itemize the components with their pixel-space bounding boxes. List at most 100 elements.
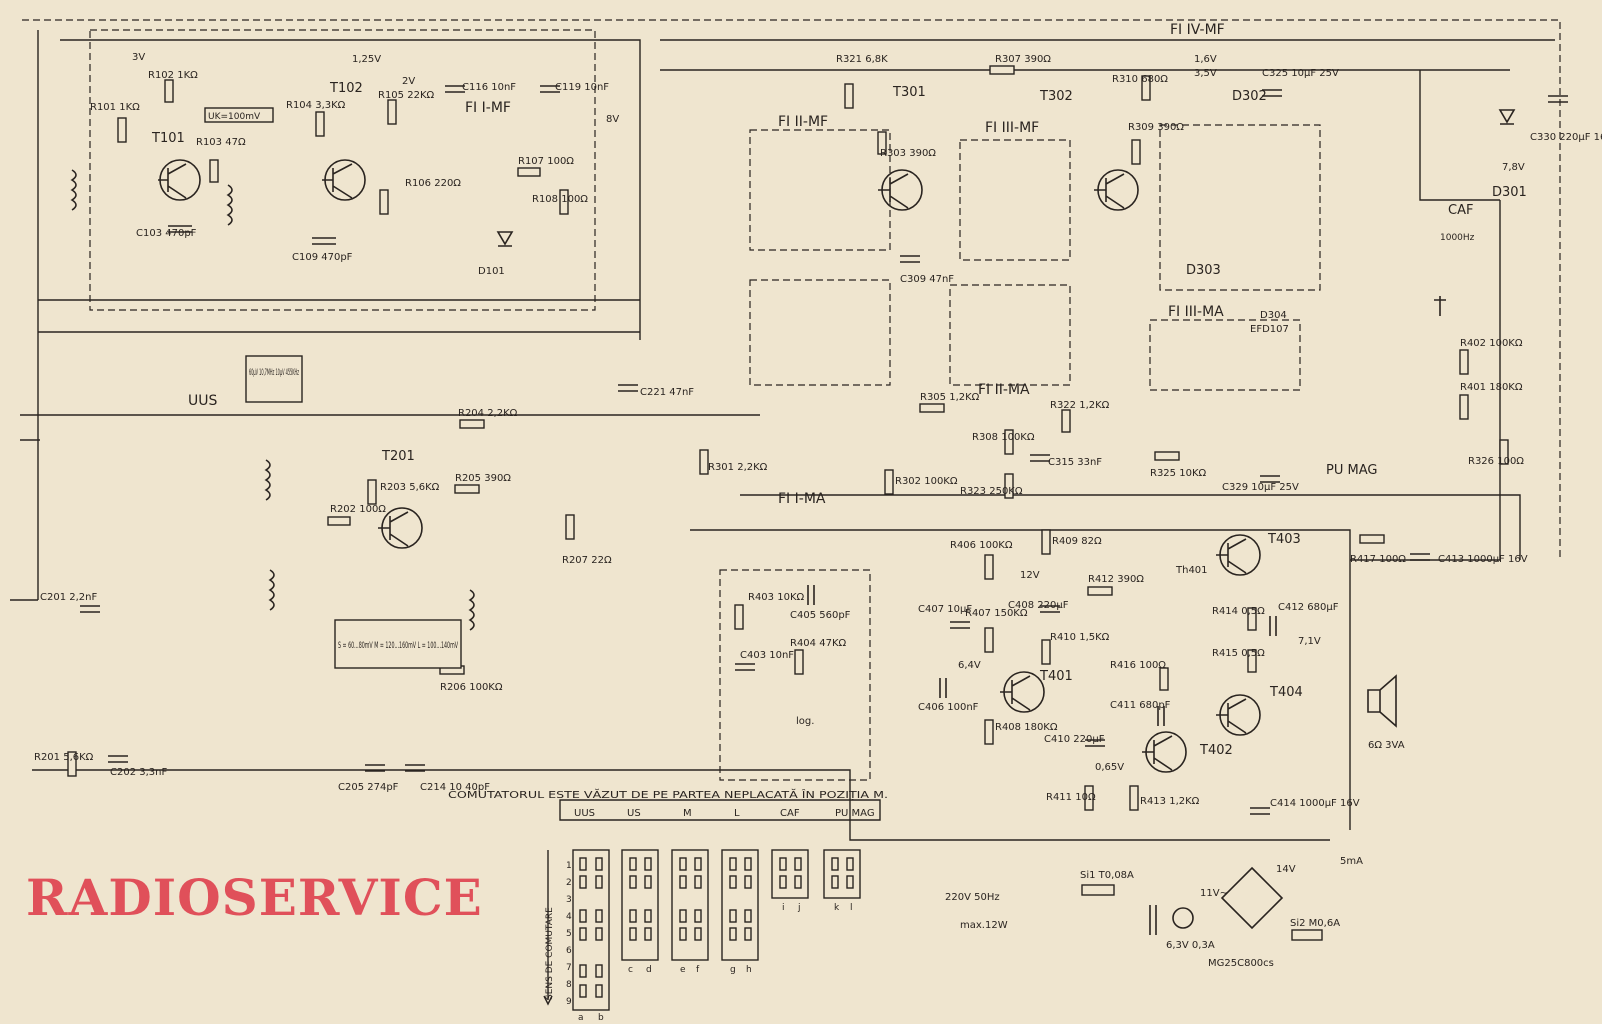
svg-text:3,5V: 3,5V bbox=[1194, 68, 1217, 79]
svg-text:D303: D303 bbox=[1186, 263, 1221, 278]
svg-text:R411 10Ω: R411 10Ω bbox=[1046, 792, 1096, 803]
transistor-t201: T201 bbox=[378, 449, 423, 549]
svg-text:C315 33nF: C315 33nF bbox=[1048, 457, 1102, 468]
svg-text:T402: T402 bbox=[1199, 743, 1233, 758]
svg-text:b: b bbox=[598, 1013, 604, 1023]
svg-text:CAF: CAF bbox=[1448, 203, 1473, 218]
svg-text:R321 6,8K: R321 6,8K bbox=[836, 54, 888, 65]
svg-text:C309 47nF: C309 47nF bbox=[900, 274, 954, 285]
outer-wiring bbox=[10, 19, 1561, 841]
transistor-t101: T101 bbox=[151, 131, 201, 201]
svg-text:l: l bbox=[850, 903, 853, 913]
svg-text:UUS: UUS bbox=[574, 808, 595, 819]
svg-text:3V: 3V bbox=[132, 52, 145, 63]
svg-text:R105 22KΩ: R105 22KΩ bbox=[378, 90, 434, 101]
svg-text:C403 10nF: C403 10nF bbox=[740, 650, 794, 661]
svg-text:7: 7 bbox=[566, 963, 572, 973]
svg-text:f: f bbox=[696, 965, 700, 975]
svg-text:R407 150KΩ: R407 150KΩ bbox=[965, 608, 1028, 619]
svg-text:R412 390Ω: R412 390Ω bbox=[1088, 574, 1144, 585]
svg-text:C413 1000µF 16V: C413 1000µF 16V bbox=[1438, 554, 1528, 565]
svg-text:C330 220µF 16V: C330 220µF 16V bbox=[1530, 132, 1602, 143]
svg-text:EFD107: EFD107 bbox=[1250, 324, 1289, 335]
svg-text:R103 47Ω: R103 47Ω bbox=[196, 137, 246, 148]
coil-group bbox=[70, 169, 1446, 935]
transistor-group: T101 T102 T201 T301 T302 T401 T402 T403 bbox=[151, 81, 1303, 773]
svg-text:T302: T302 bbox=[1039, 89, 1073, 104]
svg-text:C408 220µF: C408 220µF bbox=[1008, 600, 1069, 611]
svg-text:4: 4 bbox=[566, 912, 572, 922]
svg-text:3: 3 bbox=[566, 895, 572, 905]
svg-text:L: L bbox=[734, 808, 740, 819]
svg-text:1,25V: 1,25V bbox=[352, 54, 381, 65]
title-fi-ii-mf: FI II-MF bbox=[778, 114, 828, 130]
svg-text:C406 100nF: C406 100nF bbox=[918, 702, 979, 713]
title-uus: UUS bbox=[188, 393, 217, 409]
svg-text:R301 2,2KΩ: R301 2,2KΩ bbox=[708, 462, 768, 473]
svg-text:1000Hz: 1000Hz bbox=[1440, 233, 1475, 243]
svg-text:C407 10µF: C407 10µF bbox=[918, 604, 972, 615]
svg-text:R413 1,2KΩ: R413 1,2KΩ bbox=[1140, 796, 1200, 807]
svg-text:g: g bbox=[730, 965, 736, 975]
svg-text:MG25C800cs: MG25C800cs bbox=[1208, 958, 1274, 969]
svg-text:e: e bbox=[680, 965, 686, 975]
svg-text:0,65V: 0,65V bbox=[1095, 762, 1124, 773]
title-fi-iv-mf: FI IV-MF bbox=[1170, 22, 1225, 38]
svg-text:R417 100Ω: R417 100Ω bbox=[1350, 554, 1406, 565]
svg-text:1,6V: 1,6V bbox=[1194, 54, 1217, 65]
svg-text:9: 9 bbox=[566, 997, 572, 1007]
svg-text:C103 470pF: C103 470pF bbox=[136, 228, 197, 239]
svg-text:Th401: Th401 bbox=[1175, 565, 1208, 576]
svg-text:R205 390Ω: R205 390Ω bbox=[455, 473, 511, 484]
svg-text:R207 22Ω: R207 22Ω bbox=[562, 555, 612, 566]
svg-text:R308 100KΩ: R308 100KΩ bbox=[972, 432, 1035, 443]
svg-text:7,1V: 7,1V bbox=[1298, 636, 1321, 647]
svg-text:R108 100Ω: R108 100Ω bbox=[532, 194, 588, 205]
svg-text:R203 5,6KΩ: R203 5,6KΩ bbox=[380, 482, 440, 493]
svg-text:R106 220Ω: R106 220Ω bbox=[405, 178, 461, 189]
svg-text:1: 1 bbox=[566, 861, 572, 871]
svg-text:R104 3,3KΩ: R104 3,3KΩ bbox=[286, 100, 346, 111]
svg-text:R414 0,5Ω: R414 0,5Ω bbox=[1212, 606, 1265, 617]
svg-text:C214 10 40pF: C214 10 40pF bbox=[420, 782, 490, 793]
title-fi-ii-ma: FI II-MA bbox=[978, 382, 1030, 398]
svg-text:D301: D301 bbox=[1492, 185, 1527, 200]
svg-text:R305 1,2KΩ: R305 1,2KΩ bbox=[920, 392, 980, 403]
svg-text:8V: 8V bbox=[606, 114, 619, 125]
svg-text:R307 390Ω: R307 390Ω bbox=[995, 54, 1051, 65]
svg-text:5: 5 bbox=[566, 929, 572, 939]
svg-text:C201 2,2nF: C201 2,2nF bbox=[40, 592, 97, 603]
svg-text:C119 10nF: C119 10nF bbox=[555, 82, 609, 93]
svg-text:C405 560pF: C405 560pF bbox=[790, 610, 851, 621]
svg-text:R322 1,2KΩ: R322 1,2KΩ bbox=[1050, 400, 1110, 411]
svg-text:R206 100KΩ: R206 100KΩ bbox=[440, 682, 503, 693]
svg-text:12V: 12V bbox=[1020, 570, 1040, 581]
svg-text:C202 3,3nF: C202 3,3nF bbox=[110, 767, 167, 778]
svg-text:M: M bbox=[683, 808, 692, 819]
svg-text:T403: T403 bbox=[1267, 532, 1301, 547]
svg-text:R310 680Ω: R310 680Ω bbox=[1112, 74, 1168, 85]
svg-text:Si2 M0,6A: Si2 M0,6A bbox=[1290, 918, 1340, 929]
resistor-group: R101 1KΩ R102 1KΩ R103 47Ω R104 3,3KΩ R1… bbox=[34, 54, 1524, 811]
svg-text:log.: log. bbox=[796, 716, 814, 727]
svg-text:PU MAG: PU MAG bbox=[1326, 463, 1377, 478]
svg-text:2V: 2V bbox=[402, 76, 415, 87]
svg-text:6Ω 3VA: 6Ω 3VA bbox=[1368, 740, 1405, 751]
svg-text:D304: D304 bbox=[1260, 310, 1287, 321]
svg-text:T102: T102 bbox=[329, 81, 363, 96]
svg-text:14V: 14V bbox=[1276, 864, 1296, 875]
shield-blocks bbox=[89, 29, 1321, 781]
svg-text:C410 220µF: C410 220µF bbox=[1044, 734, 1105, 745]
svg-text:R415 0,5Ω: R415 0,5Ω bbox=[1212, 648, 1265, 659]
svg-text:C329 10µF 25V: C329 10µF 25V bbox=[1222, 482, 1299, 493]
transistor-t102: T102 bbox=[322, 81, 366, 201]
svg-text:C116 10nF: C116 10nF bbox=[462, 82, 516, 93]
svg-text:6,3V 0,3A: 6,3V 0,3A bbox=[1166, 940, 1215, 951]
svg-text:CAF: CAF bbox=[780, 808, 800, 819]
transistor-t401: T401 bbox=[1000, 669, 1073, 713]
annotation-group: 60µV 10,7MHz 10µV 455KHz UK=100mV S = 60… bbox=[132, 52, 1525, 969]
svg-text:k: k bbox=[834, 903, 840, 913]
svg-text:PU MAG: PU MAG bbox=[835, 808, 875, 819]
